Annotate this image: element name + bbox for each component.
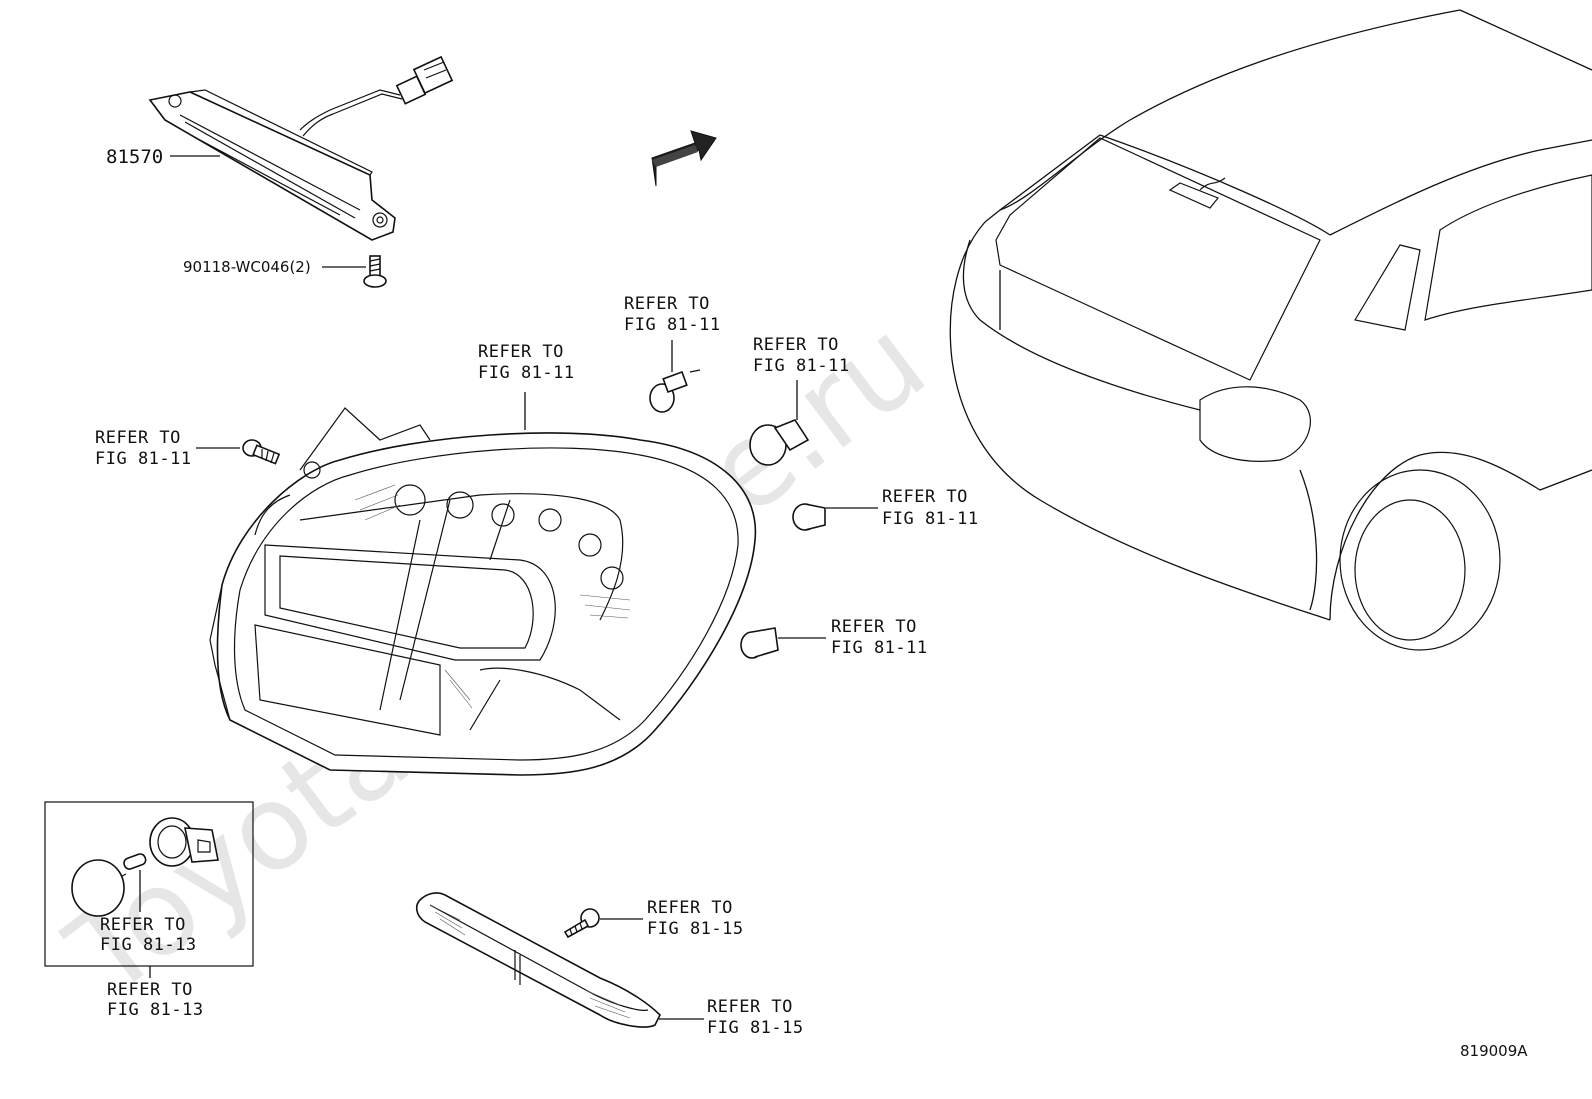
- reflector-screw-icon[interactable]: [563, 908, 600, 939]
- refer-label-clip-upper-2[interactable]: FIG 81-11: [882, 509, 979, 529]
- wedge-bulb-small-icon[interactable]: [123, 853, 147, 871]
- refer-label-bulb-right-2[interactable]: FIG 81-11: [753, 356, 850, 376]
- figure-code: 819009A: [1460, 1042, 1528, 1060]
- refer-label-reflector-1[interactable]: REFER TO: [707, 997, 793, 1017]
- inset-box: [44, 801, 254, 967]
- refer-label-lamp-1[interactable]: REFER TO: [478, 342, 564, 362]
- rear-combination-lamp[interactable]: [209, 407, 757, 776]
- wedge-bulb-icon[interactable]: [649, 369, 701, 413]
- part-number-81570[interactable]: 81570: [106, 146, 163, 168]
- refer-label-clip-lower-2[interactable]: FIG 81-11: [831, 638, 928, 658]
- refer-label-clip-upper-1[interactable]: REFER TO: [882, 487, 968, 507]
- refer-label-reflector-screw-2[interactable]: FIG 81-15: [647, 919, 744, 939]
- bolt-icon[interactable]: [242, 439, 281, 465]
- refer-label-bulb-top-1[interactable]: REFER TO: [624, 294, 710, 314]
- refer-label-inset-outer-1[interactable]: REFER TO: [107, 980, 193, 1000]
- bulb-socket-icon[interactable]: [149, 817, 219, 867]
- refer-label-lamp-2[interactable]: FIG 81-11: [478, 363, 575, 383]
- clip-icon-lower[interactable]: [740, 627, 779, 659]
- vehicle-rear-outline: [949, 9, 1592, 651]
- refer-label-bolt-left-2[interactable]: FIG 81-11: [95, 449, 192, 469]
- refer-label-inset-outer-2[interactable]: FIG 81-13: [107, 1000, 204, 1020]
- rear-reflector[interactable]: [415, 892, 661, 1028]
- high-mount-stop-lamp[interactable]: [148, 55, 454, 241]
- refer-label-bulb-top-2[interactable]: FIG 81-11: [624, 315, 721, 335]
- refer-label-reflector-2[interactable]: FIG 81-15: [707, 1018, 804, 1038]
- refer-label-inset-inner-1[interactable]: REFER TO: [100, 915, 186, 935]
- refer-label-bulb-right-1[interactable]: REFER TO: [753, 335, 839, 355]
- fwd-arrow-icon: FWD: [651, 130, 717, 187]
- bayonet-bulb-icon[interactable]: [749, 419, 810, 466]
- refer-label-clip-lower-1[interactable]: REFER TO: [831, 617, 917, 637]
- refer-label-reflector-screw-1[interactable]: REFER TO: [647, 898, 733, 918]
- clip-icon-upper[interactable]: [792, 503, 826, 531]
- bulb-globe-icon[interactable]: [71, 859, 127, 917]
- refer-label-inset-inner-2[interactable]: FIG 81-13: [100, 935, 197, 955]
- screw-icon[interactable]: [363, 255, 387, 288]
- refer-label-bolt-left-1[interactable]: REFER TO: [95, 428, 181, 448]
- part-number-screw[interactable]: 90118-WC046(2): [183, 258, 311, 276]
